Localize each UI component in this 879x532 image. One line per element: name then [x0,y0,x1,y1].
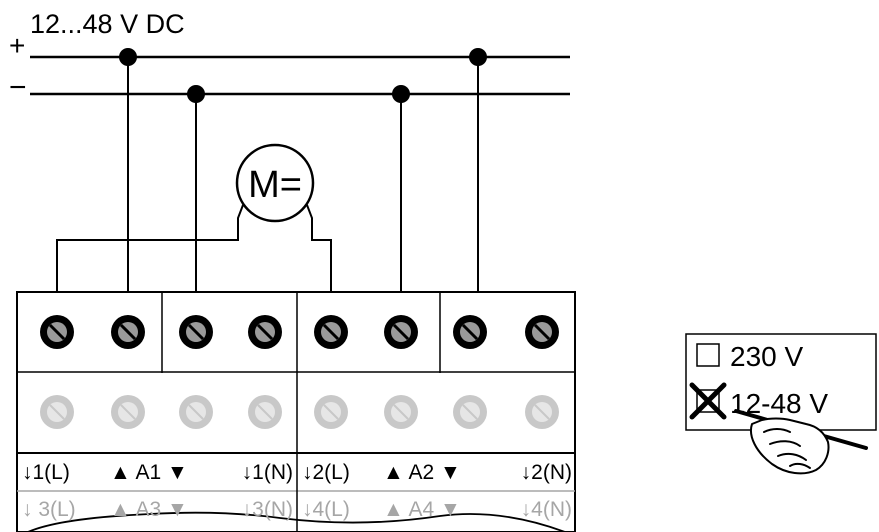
screw-terminal [314,395,348,429]
screw-terminal [525,395,559,429]
option-230v-label: 230 V [730,341,803,372]
screw-terminal-row-active [40,315,559,349]
screw-terminal [40,315,74,349]
hand-with-pen-icon [734,409,868,475]
screw-terminal [525,315,559,349]
terminal-block [16,291,576,532]
screw-terminal [248,395,282,429]
terminal-label-A3: ▲ A3 ▼ [110,498,188,521]
motor-lead-left [56,204,244,292]
terminal-label-3L: ↓ 3(L) [22,498,76,521]
screw-terminal [111,395,145,429]
terminal-label-A4: ▲ A4 ▼ [383,498,461,521]
screw-terminal-row-inactive [40,395,559,429]
checkmark-x-icon [689,382,727,420]
screw-terminal [314,315,348,349]
terminal-label-2L: ↓2(L) [302,461,350,484]
screw-terminal [111,315,145,349]
terminal-label-4N: ↓4(N) [521,498,572,521]
supply-voltage-label: 12...48 V DC [30,9,185,39]
terminal-label-4L: ↓4(L) [302,498,350,521]
terminal-label-3N: ↓3(N) [242,498,293,521]
screw-terminal [40,395,74,429]
screw-terminal [179,395,213,429]
minus-sign: − [9,71,27,104]
motor-symbol [235,143,315,223]
screw-terminal [453,395,487,429]
terminal-label-A1: ▲ A1 ▼ [110,461,188,484]
terminal-label-1N: ↓1(N) [242,461,293,484]
terminal-label-2N: ↓2(N) [521,461,572,484]
checkbox-230v [696,343,720,367]
plus-sign: + [9,30,25,61]
break-line [27,511,566,532]
motor-label: M= [248,164,302,206]
voltage-selection-box: 230 V 12-48 V [685,333,877,431]
screw-terminal [179,315,213,349]
motor-lead-right [306,204,332,292]
terminal-label-1L: ↓1(L) [22,461,70,484]
screw-terminal [453,315,487,349]
screw-terminal [384,315,418,349]
screw-terminal [384,395,418,429]
terminal-label-A2: ▲ A2 ▼ [383,461,461,484]
screw-terminal [248,315,282,349]
